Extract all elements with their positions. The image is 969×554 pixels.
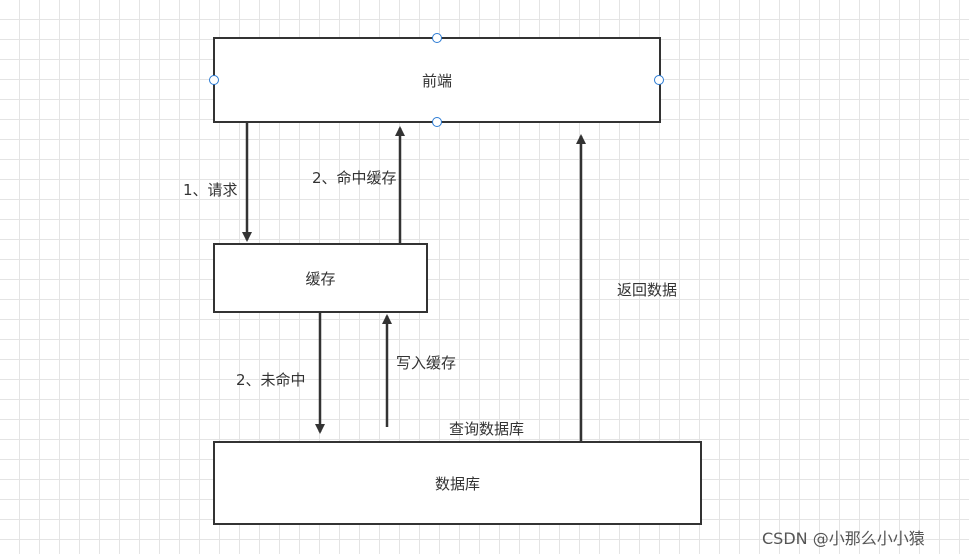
edge-label-write-cache: 写入缓存 [396, 354, 457, 372]
selection-handle-top[interactable] [432, 33, 442, 43]
frontend-node[interactable]: 前端 [213, 37, 661, 123]
frontend-node-label: 前端 [421, 71, 452, 90]
watermark: CSDN @小那么小小猿 [762, 529, 925, 548]
edge-label-query-db: 查询数据库 [449, 420, 525, 438]
edge-label-cache-miss: 2、未命中 [236, 371, 306, 389]
cache-node-label: 缓存 [305, 269, 336, 288]
selection-handle-left[interactable] [209, 75, 219, 85]
database-node-label: 数据库 [434, 474, 480, 493]
edge-label-cache-hit: 2、命中缓存 [312, 169, 397, 187]
edge-label-return-data: 返回数据 [617, 281, 678, 299]
cache-node[interactable]: 缓存 [213, 243, 428, 313]
selection-handle-right[interactable] [654, 75, 664, 85]
edge-label-request: 1、请求 [183, 181, 238, 199]
database-node[interactable]: 数据库 [213, 441, 702, 525]
selection-handle-bottom[interactable] [432, 117, 442, 127]
